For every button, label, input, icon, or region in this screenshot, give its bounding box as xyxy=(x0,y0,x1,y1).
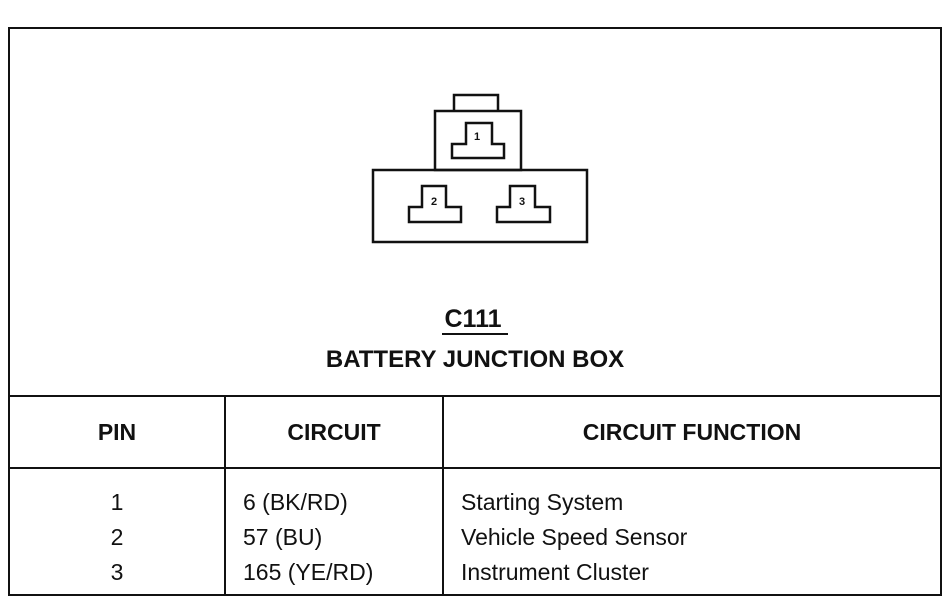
cavity-label-3: 3 xyxy=(519,196,525,208)
circuit-function-column: Starting System Vehicle Speed Sensor Ins… xyxy=(442,468,940,594)
connector-id-heading: C111 xyxy=(10,304,940,335)
terminal-cavity-2 xyxy=(407,184,463,224)
table-cell-pin: 3 xyxy=(110,559,124,585)
table-cell-pin: 1 xyxy=(110,489,124,515)
column-header-circuit: CIRCUIT xyxy=(224,397,443,469)
pinout-table-body-row: 1 2 3 6 (BK/RD) 57 (BU) 165 (YE/RD) Star… xyxy=(10,468,940,594)
cavity-label-1: 1 xyxy=(474,131,480,143)
table-cell-circuit: 57 (BU) xyxy=(243,524,323,550)
pinout-table: PIN CIRCUIT CIRCUIT FUNCTION 1 2 3 6 (BK… xyxy=(10,397,940,594)
connector-sheet: 1 2 3 C111 BATTERY JUNCTION BOX PIN CIRC… xyxy=(8,27,942,596)
table-cell-function: Vehicle Speed Sensor xyxy=(461,524,688,550)
connector-name-heading: BATTERY JUNCTION BOX xyxy=(325,346,625,373)
connector-diagram-area: 1 2 3 C111 BATTERY JUNCTION BOX xyxy=(10,29,940,397)
connector-face-drawing: 1 2 3 xyxy=(371,93,589,244)
cavity-label-2: 2 xyxy=(431,196,437,208)
pin-column: 1 2 3 xyxy=(10,468,225,594)
table-cell-circuit: 165 (YE/RD) xyxy=(243,559,374,585)
table-cell-function: Starting System xyxy=(461,489,624,515)
connector-lock-tab xyxy=(452,93,500,111)
terminal-cavity-1 xyxy=(450,121,506,160)
table-cell-circuit: 6 (BK/RD) xyxy=(243,489,348,515)
table-cell-pin: 2 xyxy=(110,524,124,550)
circuit-column: 6 (BK/RD) 57 (BU) 165 (YE/RD) xyxy=(224,468,443,594)
terminal-cavity-3 xyxy=(495,184,552,224)
table-cell-function: Instrument Cluster xyxy=(461,559,649,585)
column-header-pin: PIN xyxy=(10,397,225,469)
pinout-table-header-row: PIN CIRCUIT CIRCUIT FUNCTION xyxy=(10,397,940,469)
column-header-circuit-function: CIRCUIT FUNCTION xyxy=(442,397,940,469)
connector-lower-housing xyxy=(371,168,589,244)
connector-id-text: C111 xyxy=(442,305,508,335)
